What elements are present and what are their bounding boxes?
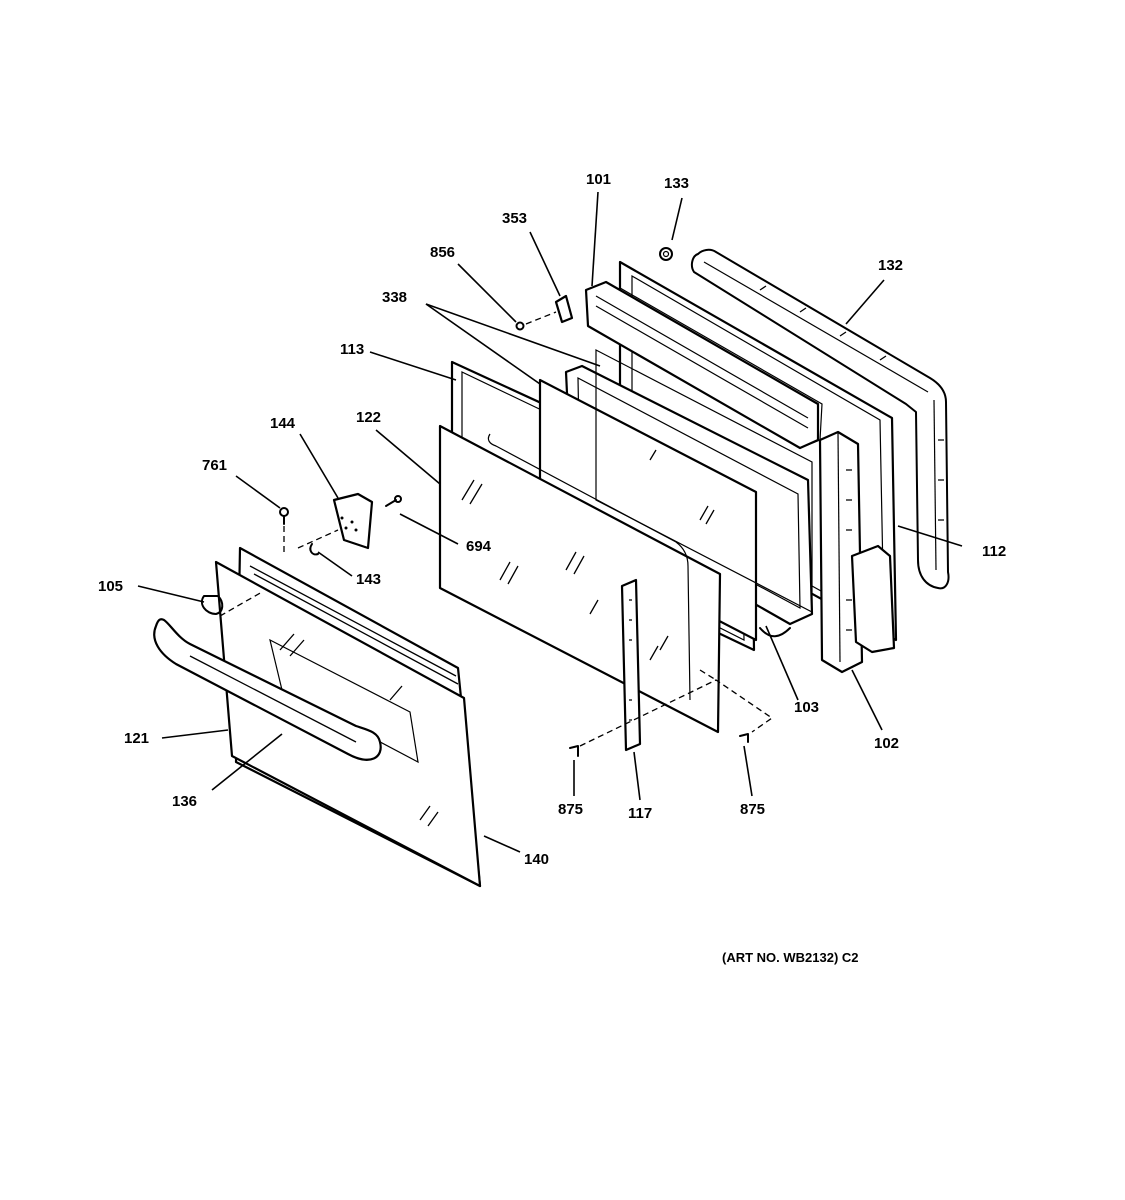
callout-labels: 101 133 353 856 132 338 113 144 122 761 … <box>98 171 1006 868</box>
callout-875-left: 875 <box>558 801 583 818</box>
door-gasket-132 <box>690 248 950 590</box>
leader-lines <box>137 191 963 853</box>
callout-143: 143 <box>356 571 381 588</box>
plug-133 <box>659 247 673 261</box>
callout-113: 113 <box>340 341 364 358</box>
callout-103: 103 <box>794 699 819 716</box>
callout-144: 144 <box>270 415 296 432</box>
callout-132: 132 <box>878 257 903 274</box>
callout-694: 694 <box>466 538 492 555</box>
callout-875-right: 875 <box>740 801 765 818</box>
door-handle-136 <box>153 618 382 761</box>
assembly-lines <box>219 311 774 747</box>
callout-101: 101 <box>586 171 611 188</box>
screw-694 <box>385 495 402 507</box>
screw-856 <box>515 321 525 331</box>
callout-136: 136 <box>172 793 197 810</box>
bracket-144 <box>332 492 374 550</box>
callout-105: 105 <box>98 578 123 595</box>
callout-133: 133 <box>664 175 689 192</box>
screw-761 <box>279 507 289 525</box>
retainer-strip-117 <box>620 578 642 752</box>
screw-875-left <box>569 745 579 757</box>
callout-122: 122 <box>356 409 381 426</box>
callout-761: 761 <box>202 457 227 474</box>
callout-117: 117 <box>628 805 652 822</box>
callout-112: 112 <box>982 543 1006 560</box>
handle-spacer-105 <box>200 595 224 615</box>
clip-143 <box>309 543 319 556</box>
hinge-clip-353 <box>554 294 574 324</box>
callout-856: 856 <box>430 244 455 261</box>
callout-353: 353 <box>502 210 527 227</box>
callout-140: 140 <box>524 851 549 868</box>
screw-875-right <box>739 733 749 743</box>
hinge-block <box>584 280 820 450</box>
callout-102: 102 <box>874 735 899 752</box>
art-number: (ART NO. WB2132) C2 <box>722 950 859 965</box>
callout-338: 338 <box>382 289 407 306</box>
callout-121: 121 <box>124 730 149 747</box>
side-channel-102 <box>818 430 896 674</box>
outer-door-panel-140 <box>214 546 482 888</box>
